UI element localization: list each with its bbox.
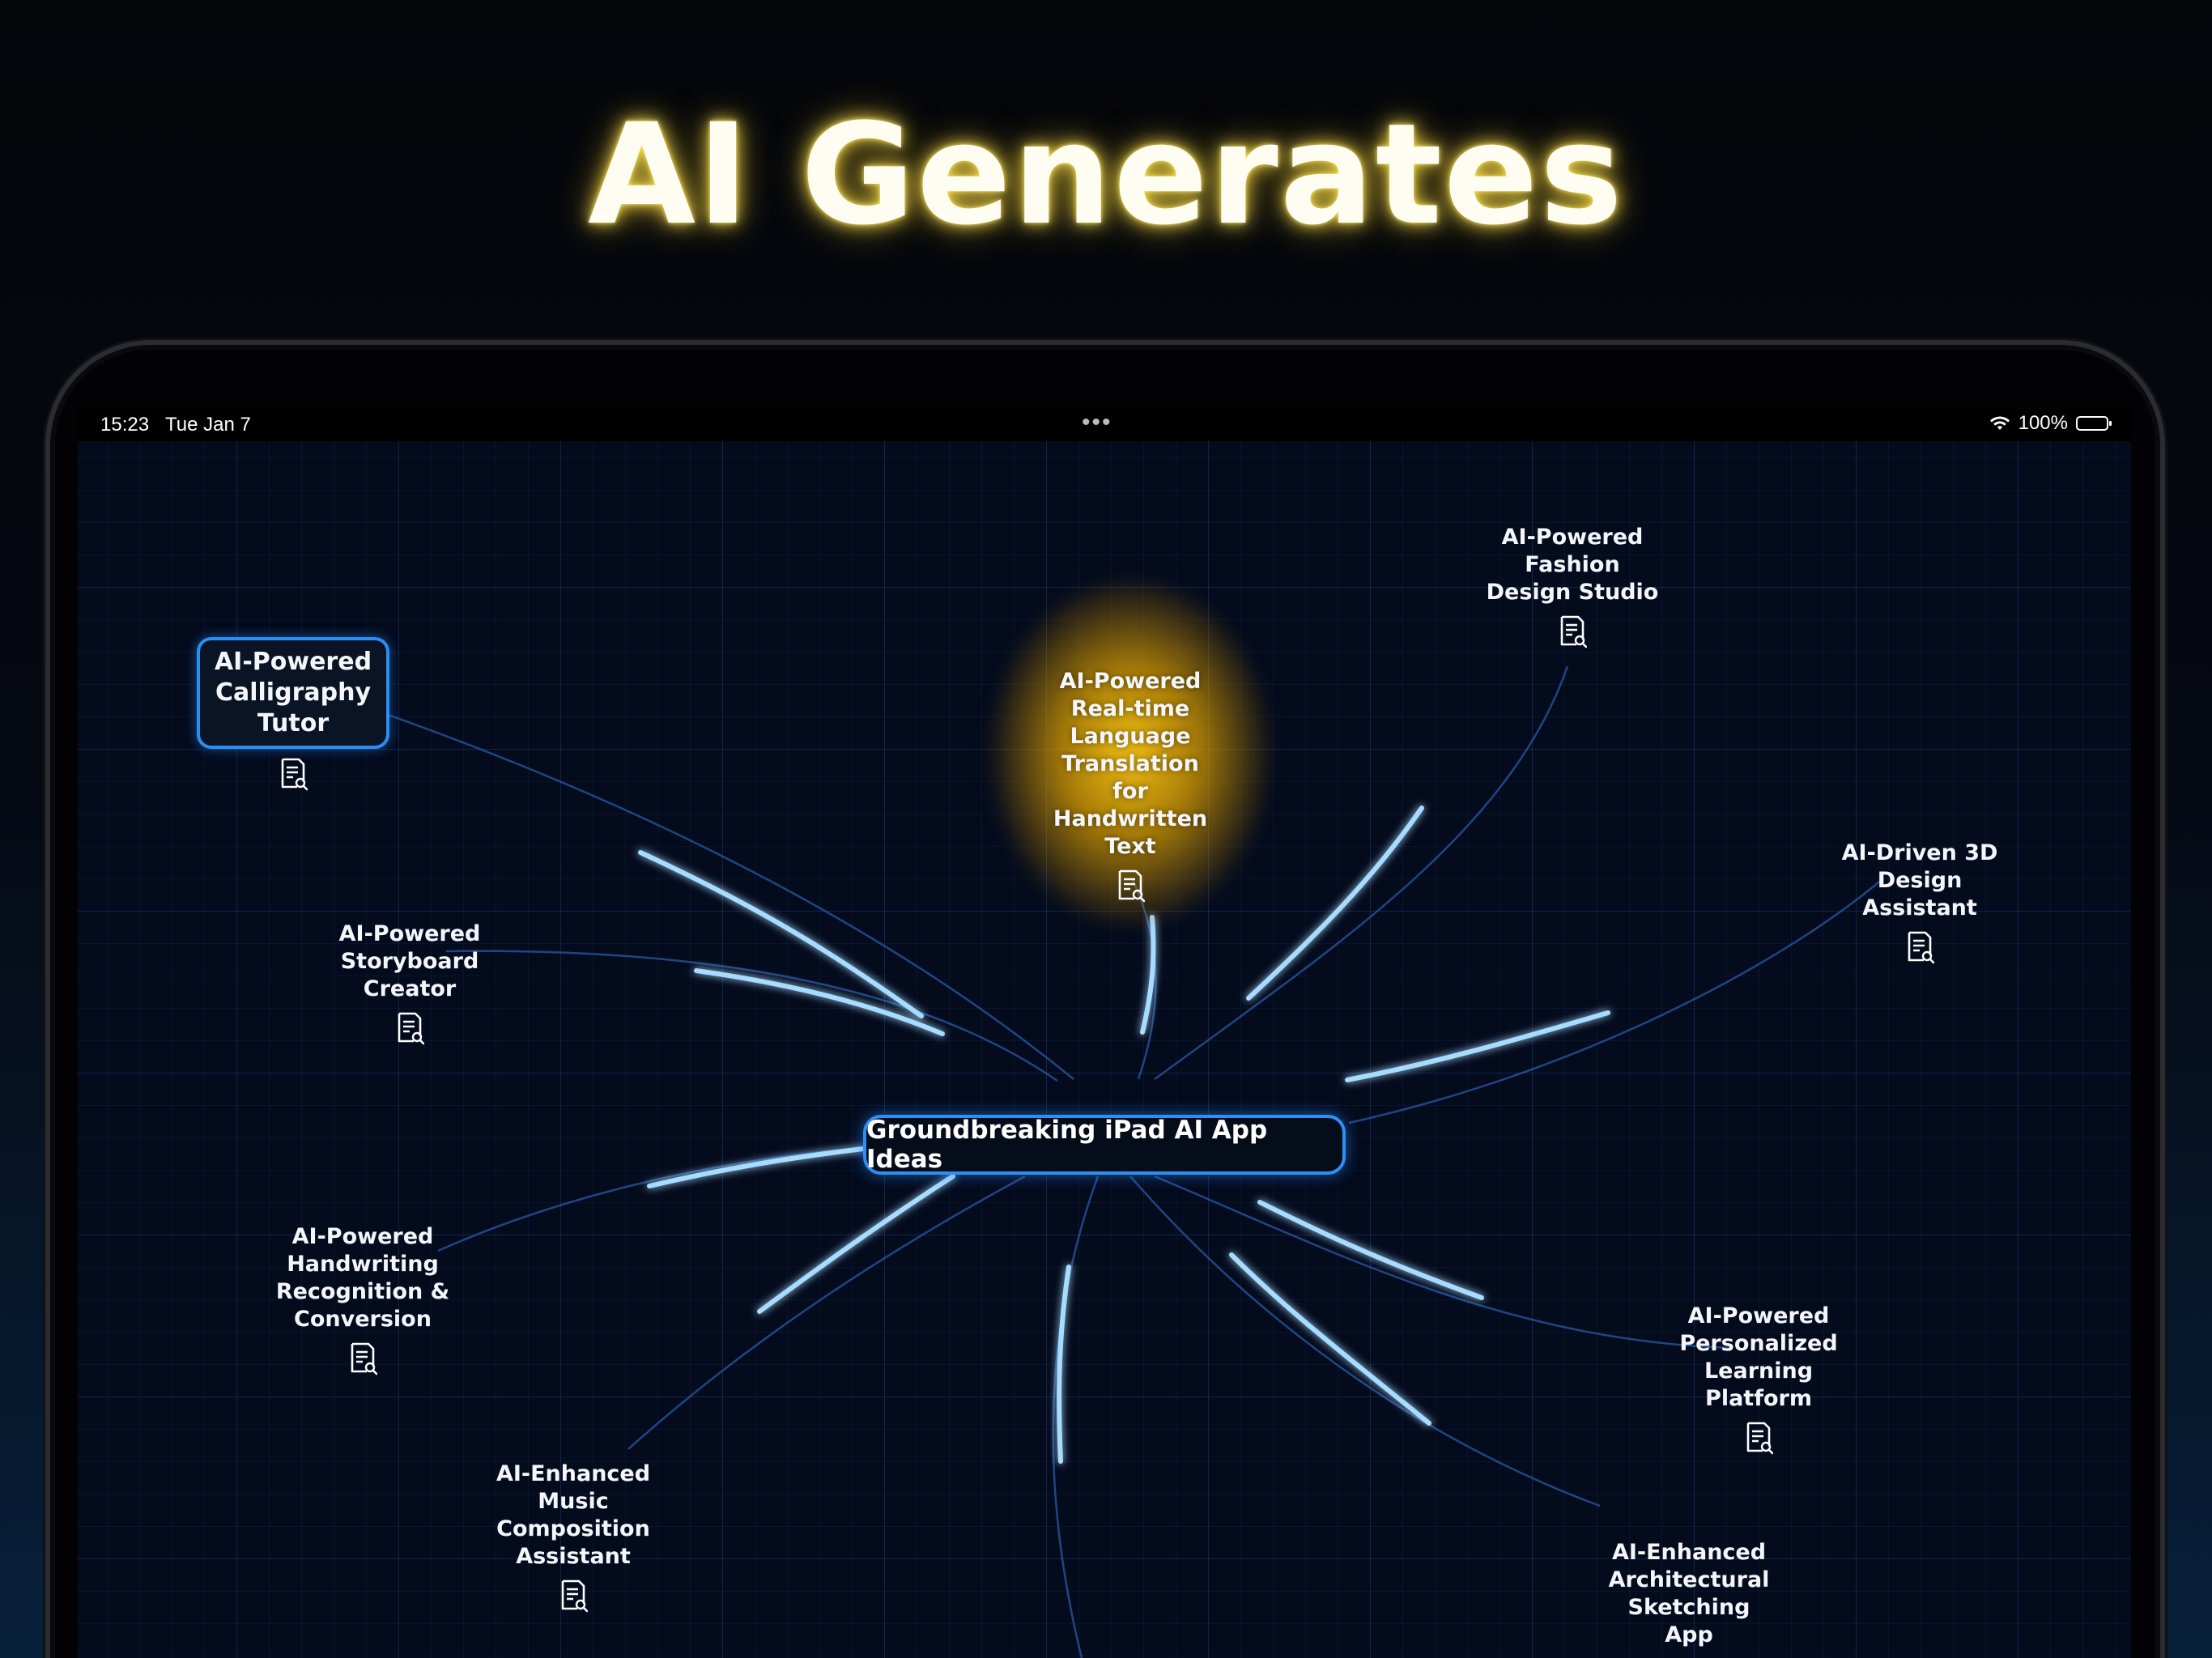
node-design3d[interactable]: AI-Driven 3D Design Assistant bbox=[1798, 812, 2041, 992]
pulse-learning bbox=[1257, 1200, 1484, 1300]
link-handwriting bbox=[437, 1146, 872, 1252]
pulse-design3d bbox=[1345, 1010, 1610, 1082]
document-search-icon[interactable] bbox=[348, 1341, 377, 1375]
mind-map-links bbox=[381, 665, 1884, 1658]
headline: AI Generates bbox=[587, 93, 1625, 256]
link-design3d bbox=[1348, 878, 1884, 1124]
pulse-architecture bbox=[1229, 1252, 1431, 1426]
status-bar: 15:23 Tue Jan 7 ••• 100% bbox=[78, 409, 2131, 441]
link-storyboard bbox=[445, 950, 1058, 1082]
document-search-icon[interactable] bbox=[1905, 930, 1934, 964]
document-search-icon[interactable] bbox=[559, 1579, 588, 1613]
node-handwriting[interactable]: AI-Powered Handwriting Recognition & Con… bbox=[241, 1196, 484, 1403]
wifi-icon bbox=[1989, 416, 2010, 430]
node-label: AI-Powered Calligraphy Tutor bbox=[196, 637, 390, 749]
node-label: AI-Enhanced Architectural Sketching App bbox=[1608, 1540, 1770, 1647]
node-storyboard[interactable]: AI-Powered Storyboard Creator bbox=[288, 893, 531, 1073]
status-date: Tue Jan 7 bbox=[165, 414, 251, 436]
pulse-calligraphy bbox=[638, 850, 924, 1018]
link-music bbox=[627, 1175, 1026, 1450]
node-label: AI-Powered Real-time Language Translatio… bbox=[1053, 669, 1208, 859]
node-music[interactable]: AI-Enhanced Music Composition Assistant bbox=[452, 1433, 695, 1640]
selection-glow bbox=[993, 583, 1268, 923]
link-fashion bbox=[1154, 665, 1569, 1081]
pulse-bottom bbox=[1057, 1265, 1071, 1464]
node-label: AI-Powered Personalized Learning Platfor… bbox=[1679, 1303, 1838, 1411]
mind-map-canvas[interactable]: AI-Powered Calligraphy Tutor AI-Powered … bbox=[78, 441, 2131, 1658]
node-label: AI-Powered Handwriting Recognition & Con… bbox=[275, 1224, 450, 1332]
pulse-fashion bbox=[1246, 806, 1424, 1001]
node-translation[interactable]: AI-Powered Real-time Language Translatio… bbox=[1009, 640, 1252, 930]
pulse-storyboard bbox=[694, 968, 945, 1036]
link-architecture bbox=[1129, 1175, 1601, 1507]
center-node-label: Groundbreaking iPad AI App Ideas bbox=[866, 1116, 1268, 1174]
document-search-icon[interactable] bbox=[1558, 614, 1587, 648]
document-search-icon[interactable] bbox=[395, 1011, 424, 1045]
node-label: AI-Powered Storyboard Creator bbox=[338, 921, 481, 1001]
node-learning[interactable]: AI-Powered Personalized Learning Platfor… bbox=[1637, 1275, 1880, 1482]
node-label: AI-Driven 3D Design Assistant bbox=[1841, 840, 1998, 920]
node-label: AI-Powered Fashion Design Studio bbox=[1486, 525, 1659, 605]
node-fashion[interactable]: AI-Powered Fashion Design Studio bbox=[1451, 496, 1694, 676]
link-calligraphy bbox=[381, 711, 1074, 1080]
document-search-icon[interactable] bbox=[1116, 869, 1145, 903]
document-search-icon[interactable] bbox=[1744, 1421, 1773, 1455]
document-search-icon[interactable] bbox=[279, 757, 308, 791]
node-calligraphy[interactable]: AI-Powered Calligraphy Tutor bbox=[172, 610, 415, 818]
center-node[interactable]: Groundbreaking iPad AI App Ideas bbox=[863, 1115, 1346, 1175]
node-label: AI-Enhanced Music Composition Assistant bbox=[496, 1461, 651, 1569]
pulse-handwriting bbox=[647, 1146, 866, 1188]
link-bottom bbox=[1052, 1175, 1100, 1658]
link-learning bbox=[1154, 1175, 1730, 1350]
pulse-translation bbox=[1140, 915, 1156, 1035]
node-architecture[interactable]: AI-Enhanced Architectural Sketching App bbox=[1568, 1511, 1810, 1658]
multitasking-dots[interactable]: ••• bbox=[1082, 409, 1112, 436]
battery-icon bbox=[2076, 416, 2112, 431]
battery-percent: 100% bbox=[2018, 412, 2068, 434]
ipad-screen: 15:23 Tue Jan 7 ••• 100% bbox=[78, 409, 2131, 1658]
status-indicators: 100% bbox=[1989, 412, 2112, 435]
pulse-music bbox=[757, 1174, 955, 1314]
status-time: 15:23 bbox=[100, 414, 150, 436]
